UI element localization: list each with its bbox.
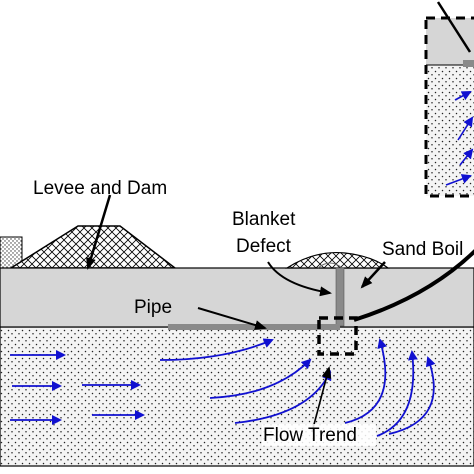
defect-leader-arrow: [267, 261, 332, 297]
pipe-label-bg: [130, 296, 188, 318]
sand-boil-leader-arrow: [360, 261, 386, 289]
pipe-label: Pipe: [134, 297, 172, 318]
callout-leader: [436, 1, 472, 53]
flow-trend-label-bg: [262, 424, 376, 446]
boil-crater: [317, 262, 343, 269]
blanket-defect-label-line2: Defect: [236, 236, 292, 257]
detail-link-curve: [353, 249, 474, 322]
pipe-leader-arrow: [197, 307, 267, 330]
blanket-defect-label-line1: Blanket: [232, 209, 296, 230]
flow-arrow: [159, 338, 274, 361]
defect-marker: [317, 316, 358, 356]
levee-label: Levee and Dam: [33, 178, 167, 199]
flow-trend-label: Flow Trend: [263, 425, 357, 446]
flow-arrow: [344, 338, 388, 424]
sand-foundation: [0, 326, 474, 467]
sand-boil-mound: [284, 251, 390, 269]
flow-arrow: [388, 356, 436, 435]
detail-callout: [424, 1, 474, 198]
blanket-layer: [0, 267, 474, 328]
flow-arrow: [376, 350, 418, 437]
flow-trend-leader-arrow: [311, 366, 332, 433]
levee-embankment: [8, 225, 178, 269]
levee-leader-arrow: [86, 194, 112, 270]
flow-arrows: [10, 338, 436, 437]
sand-boil-label: Sand Boil: [382, 239, 463, 260]
flow-arrow: [209, 358, 312, 399]
